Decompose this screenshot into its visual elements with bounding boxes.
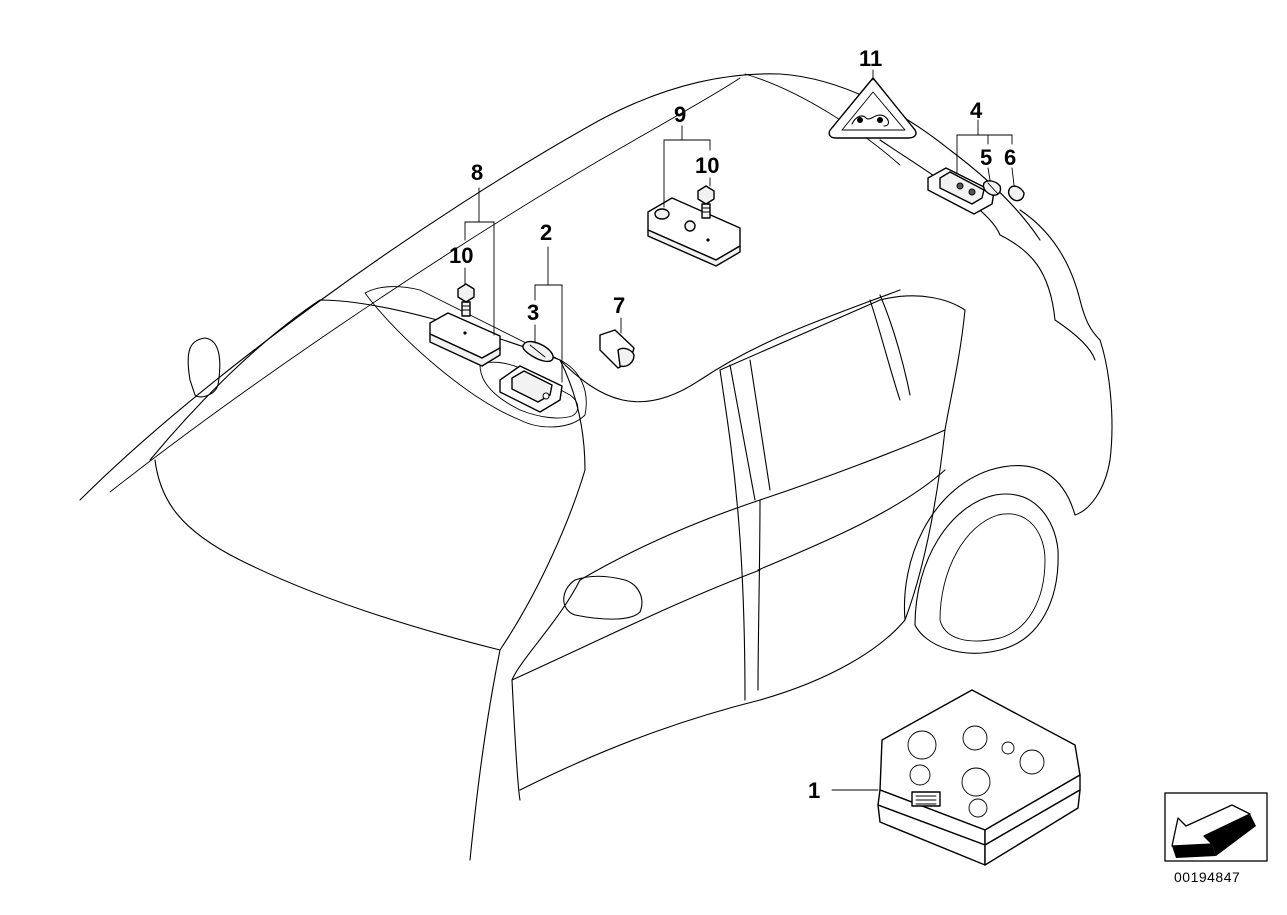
part-4-rear-lamp xyxy=(927,167,995,215)
callout-8: 8 xyxy=(471,160,483,185)
part-10-screw-a xyxy=(457,283,475,317)
callout-9: 9 xyxy=(674,102,686,127)
warning-triangle-icon xyxy=(828,77,917,139)
part-8-interior-lamp xyxy=(429,312,501,367)
part-6-bulb xyxy=(1007,185,1025,202)
callout-4: 4 xyxy=(970,98,983,123)
callout-10-right: 10 xyxy=(695,153,719,178)
callout-2: 2 xyxy=(540,220,552,245)
callout-labels: 1 2 3 4 5 6 7 8 9 10 10 11 xyxy=(449,46,1016,803)
part-5-bulb xyxy=(982,180,1002,196)
car-outline-icon xyxy=(79,73,1113,861)
callout-10-left: 10 xyxy=(449,243,473,268)
callout-11: 11 xyxy=(859,46,882,71)
callout-3: 3 xyxy=(527,300,539,325)
callout-5: 5 xyxy=(980,145,992,170)
leader-lines xyxy=(464,69,1015,791)
callout-6: 6 xyxy=(1004,145,1016,170)
callout-7: 7 xyxy=(613,293,625,318)
part-2-reading-lamp xyxy=(499,365,563,413)
part-7-lens xyxy=(599,329,635,369)
reference-number: 00194847 xyxy=(1174,869,1240,885)
direction-arrow-icon xyxy=(1171,804,1256,858)
part-1-bulb-kit-box xyxy=(877,689,1081,866)
part-3-bulb xyxy=(522,340,554,363)
orientation-box xyxy=(1164,792,1268,862)
callout-1: 1 xyxy=(808,778,820,803)
part-10-screw-b xyxy=(697,185,715,219)
part-9-ambient-lamp xyxy=(647,197,741,267)
